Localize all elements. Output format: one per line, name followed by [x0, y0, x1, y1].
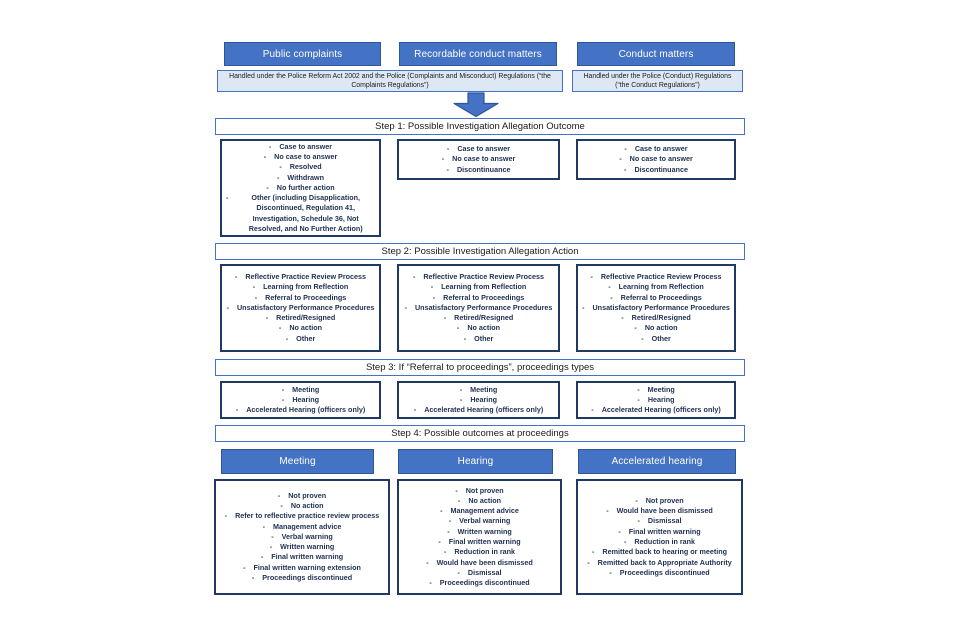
- regulation-note-complaints: Handled under the Police Reform Act 2002…: [217, 70, 563, 92]
- step1-title-banner: Step 1: Possible Investigation Allegatio…: [215, 118, 745, 135]
- list-item: -Other: [463, 333, 494, 343]
- step2-recordable-conduct-actions: -Reflective Practice Review Process-Lear…: [397, 264, 560, 352]
- list-item: -Final written warning: [438, 537, 521, 546]
- list-item: -Not proven: [277, 490, 327, 500]
- list-item: -Case to answer: [268, 141, 333, 151]
- list-item: -Referral to Proceedings: [432, 292, 525, 302]
- list-item: -No further action: [266, 182, 335, 192]
- list-item: -Dismissal: [457, 567, 502, 577]
- list-item: -Unsatisfactory Performance Procedures: [226, 302, 375, 312]
- list-item: -Would have been dismissed: [426, 557, 533, 567]
- regulation-note-conduct: Handled under the Police (Conduct) Regul…: [572, 70, 743, 92]
- list-item: -Discontinuance: [446, 164, 511, 174]
- list-item: -Remitted back to hearing or meeting: [591, 547, 727, 557]
- list-item: -Withdrawn: [276, 172, 325, 182]
- list-item: -Referral to Proceedings: [610, 292, 702, 302]
- step4-hearing-outcomes: -Not proven-No action-Management advice-…: [397, 479, 562, 595]
- list-item: -Accelerated Hearing (officers only): [413, 405, 544, 415]
- list-item: -Not proven: [635, 495, 684, 505]
- list-item: -No case to answer: [619, 154, 693, 164]
- list-item: -Proceedings discontinued: [251, 573, 353, 583]
- list-item: -Learning from Reflection: [430, 282, 527, 292]
- list-item: -No action: [456, 323, 501, 333]
- list-item: -Hearing: [637, 394, 675, 404]
- list-item: -Dismissal: [637, 516, 682, 526]
- list-item: -Final written warning extension: [243, 562, 361, 572]
- list-item: -No action: [634, 323, 678, 333]
- step4-header-accelerated-hearing: Accelerated hearing: [578, 449, 736, 474]
- list-item: -Resolved: [279, 162, 322, 172]
- list-item: -Would have been dismissed: [606, 506, 713, 516]
- list-item: -Other (including Disapplication, Discon…: [226, 193, 363, 234]
- list-item: -Proceedings discontinued: [609, 567, 710, 577]
- step4-accelerated-hearing-outcomes: -Not proven-Would have been dismissed-Di…: [576, 479, 743, 595]
- list-item: -Other: [285, 333, 316, 343]
- step2-public-complaints-actions: -Reflective Practice Review Process-Lear…: [220, 264, 381, 352]
- step2-title-banner: Step 2: Possible Investigation Allegatio…: [215, 243, 745, 260]
- list-item: -Meeting: [459, 384, 498, 394]
- list-item: -Reduction in rank: [443, 547, 516, 557]
- list-item: -Retired/Resigned: [443, 313, 514, 323]
- list-item: -Hearing: [281, 394, 320, 404]
- list-item: -Final written warning: [260, 552, 344, 562]
- list-item: -Accelerated Hearing (officers only): [591, 405, 721, 415]
- list-item: -Unsatisfactory Performance Procedures: [582, 302, 730, 312]
- step4-header-meeting: Meeting: [221, 449, 374, 474]
- list-item: -Proceedings discontinued: [429, 578, 530, 588]
- step2-conduct-matters-actions: -Reflective Practice Review Process-Lear…: [576, 264, 736, 352]
- step3-title-banner: Step 3: If “Referral to proceedings”, pr…: [215, 359, 745, 376]
- step3-conduct-matters-proceedings-types: -Meeting-Hearing-Accelerated Hearing (of…: [576, 381, 736, 419]
- step4-meeting-outcomes: -Not proven-No action-Refer to reflectiv…: [214, 479, 390, 595]
- list-item: -Verbal warning: [448, 516, 511, 526]
- list-item: -Other: [641, 333, 671, 343]
- list-item: -No case to answer: [263, 151, 338, 161]
- list-item: -Written warning: [447, 526, 512, 536]
- list-item: -Not proven: [455, 485, 504, 495]
- step3-recordable-conduct-proceedings-types: -Meeting-Hearing-Accelerated Hearing (of…: [397, 381, 560, 419]
- list-item: -Accelerated Hearing (officers only): [235, 405, 366, 415]
- step1-public-complaints-outcomes: -Case to answer-No case to answer-Resolv…: [220, 139, 381, 237]
- list-item: -Case to answer: [624, 144, 688, 154]
- list-item: -Written warning: [269, 542, 335, 552]
- list-item: -Reflective Practice Review Process: [412, 271, 545, 281]
- list-item: -Retired/Resigned: [621, 313, 691, 323]
- list-item: -No action: [457, 495, 502, 505]
- list-item: -Refer to reflective practice review pro…: [224, 511, 380, 521]
- list-item: -Reduction in rank: [623, 537, 696, 546]
- list-item: -Discontinuance: [624, 164, 688, 174]
- list-item: -Referral to Proceedings: [254, 292, 347, 302]
- list-item: -Learning from Reflection: [608, 282, 704, 292]
- list-item: -No action: [280, 500, 324, 510]
- list-item: -Learning from Reflection: [252, 282, 349, 292]
- list-item: -No case to answer: [441, 154, 516, 164]
- list-item: -Meeting: [281, 384, 320, 394]
- list-item: -Meeting: [637, 384, 675, 394]
- list-item: -Reflective Practice Review Process: [234, 271, 367, 281]
- step3-public-complaints-proceedings-types: -Meeting-Hearing-Accelerated Hearing (of…: [220, 381, 381, 419]
- header-public-complaints: Public complaints: [224, 42, 381, 66]
- header-conduct-matters: Conduct matters: [577, 42, 735, 66]
- list-item: -No action: [278, 323, 323, 333]
- step1-recordable-conduct-outcomes: -Case to answer-No case to answer-Discon…: [397, 139, 560, 180]
- list-item: -Retired/Resigned: [265, 313, 336, 323]
- list-item: -Management advice: [440, 506, 519, 516]
- list-item: -Unsatisfactory Performance Procedures: [404, 302, 553, 312]
- list-item: -Remitted back to Appropriate Authority: [587, 557, 732, 567]
- list-item: -Hearing: [459, 394, 498, 404]
- step4-title-banner: Step 4: Possible outcomes at proceedings: [215, 425, 745, 442]
- step1-conduct-matters-outcomes: -Case to answer-No case to answer-Discon…: [576, 139, 736, 180]
- list-item: -Reflective Practice Review Process: [590, 271, 722, 281]
- header-recordable-conduct-matters: Recordable conduct matters: [399, 42, 557, 66]
- list-item: -Final written warning: [618, 526, 701, 536]
- list-item: -Verbal warning: [271, 531, 333, 541]
- down-arrow-icon: [453, 92, 499, 118]
- step4-header-hearing: Hearing: [398, 449, 553, 474]
- list-item: -Management advice: [262, 521, 342, 531]
- list-item: -Case to answer: [446, 144, 511, 154]
